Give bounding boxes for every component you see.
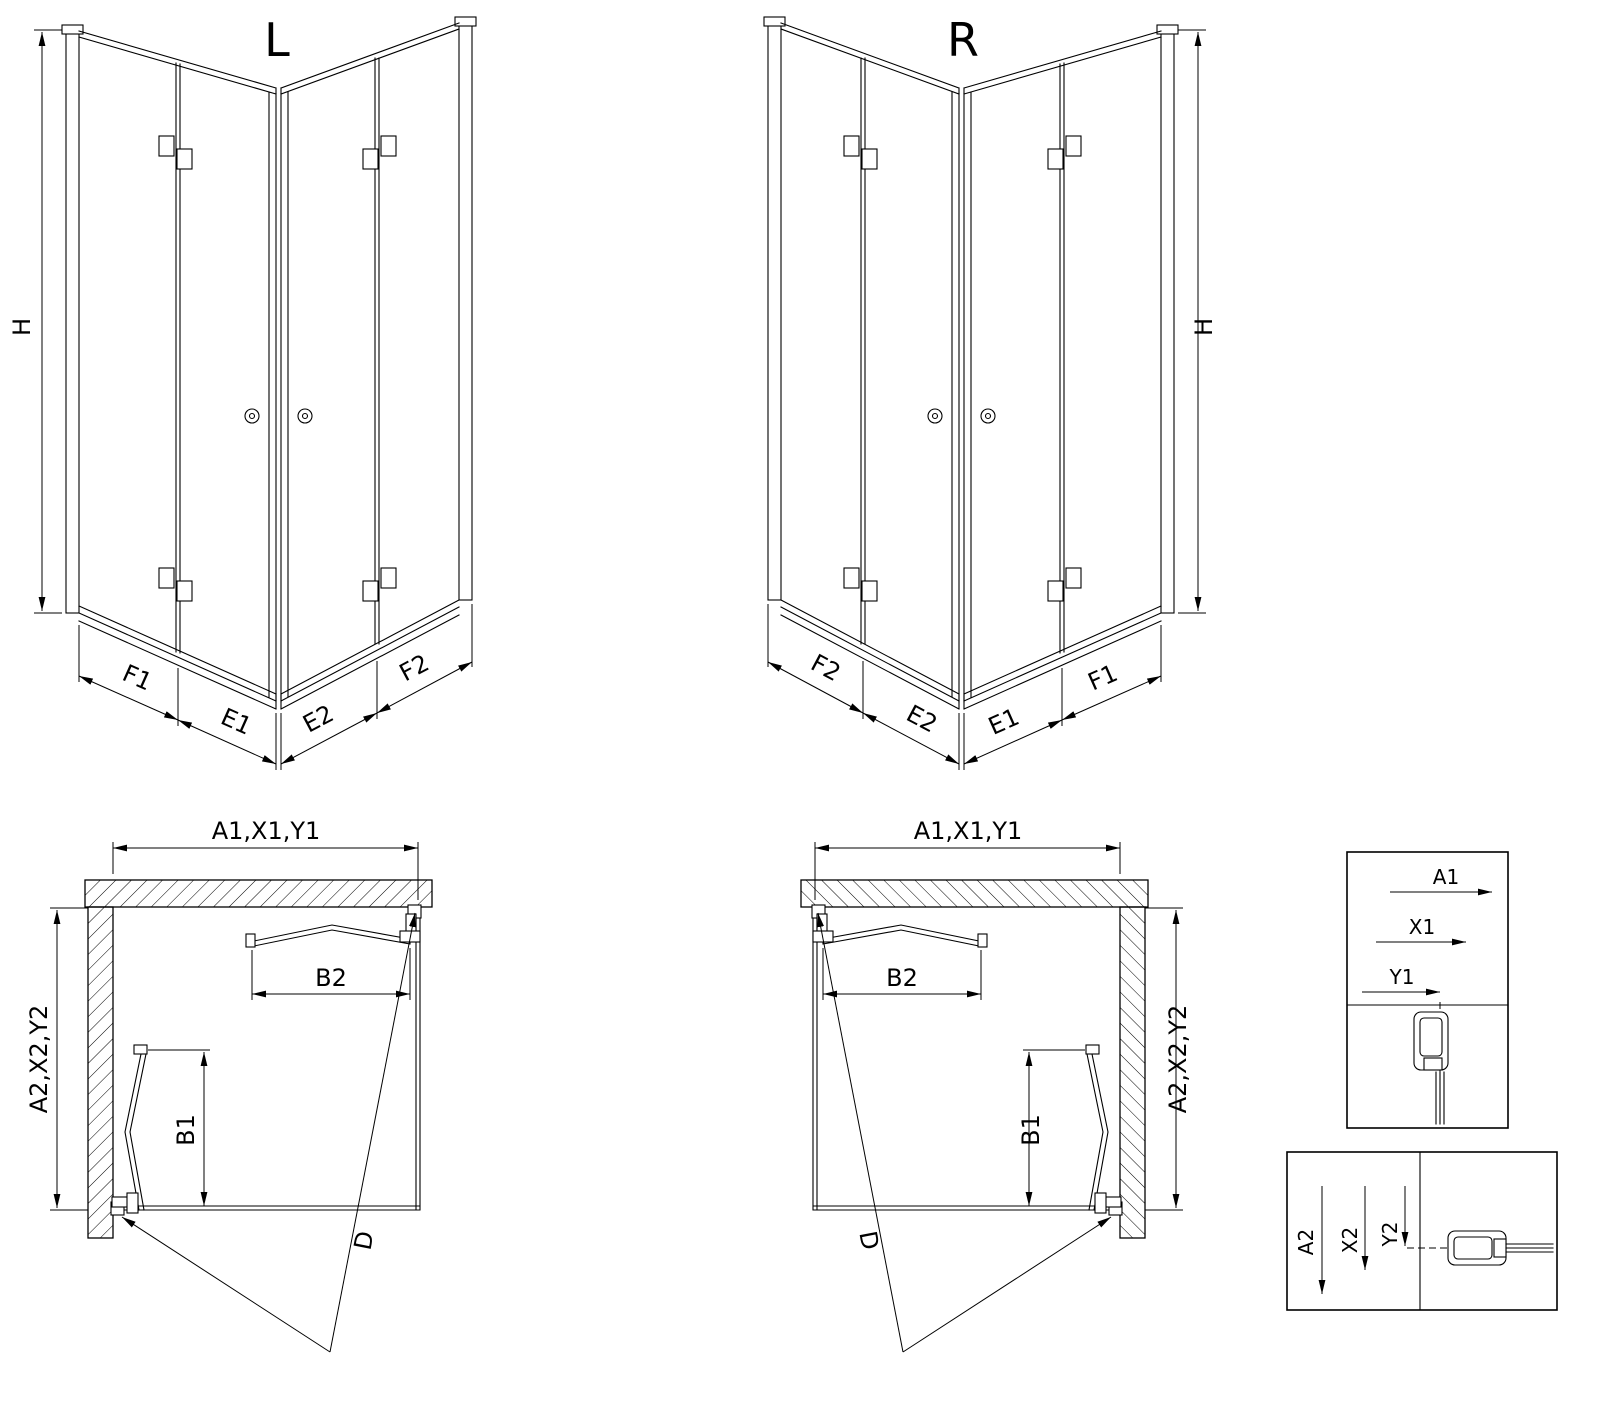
dim-bottom-chains (78, 604, 473, 770)
detail-label-a2: A2 (1294, 1229, 1318, 1255)
dim-label-e2-right-view: E2 (902, 699, 942, 738)
dim-label-f2-left-view: F2 (395, 649, 434, 687)
dim-label-f1-left-view: F1 (118, 659, 156, 696)
fold-hinges (158, 135, 397, 602)
dim-diagonal-lines (121, 912, 416, 1353)
detail-profile-top: A1 X1 Y1 (1346, 851, 1509, 1129)
dim-label-width-plan-right: A1,X1,Y1 (914, 817, 1023, 845)
dim-label-b1-plan-left: B1 (172, 1114, 200, 1146)
dim-label-d-plan-right: D (853, 1229, 884, 1252)
dim-label-b2-plan-left: B2 (315, 964, 347, 992)
wall-post-right (454, 16, 477, 601)
dim-label-depth-plan-right: A2,X2,Y2 (1164, 1005, 1192, 1114)
detail-label-x1: X1 (1409, 915, 1435, 939)
wall-side-hatched (87, 906, 114, 1239)
detail-profile-bottom: A2 X2 Y2 (1286, 1151, 1558, 1311)
dim-label-e1-left-view: E1 (217, 703, 256, 741)
dim-label-depth-plan-left: A2,X2,Y2 (25, 1005, 53, 1114)
dim-label-f2-right-view: F2 (806, 649, 845, 687)
wall-profile-section (1413, 1011, 1449, 1125)
dim-b1-lines (148, 1049, 210, 1206)
dim-label-width-plan-left: A1,X1,Y1 (212, 817, 321, 845)
detail-top-frame (1346, 851, 1509, 1129)
perspective-view-left-geometry (34, 16, 477, 770)
view-label-right: R (947, 13, 979, 67)
dim-width-lines (112, 842, 419, 900)
wall-top-hatched (84, 879, 433, 908)
dim-depth-lines (50, 907, 88, 1211)
dim-b2-lines (251, 948, 411, 1000)
dim-label-e1-right-view: E1 (984, 703, 1023, 741)
dim-label-h-right: H (1190, 318, 1218, 336)
dim-label-h-left: H (8, 318, 36, 336)
dim-label-f1-right-view: F1 (1084, 659, 1122, 696)
bottom-sill (78, 599, 460, 710)
wall-profile-section (1447, 1230, 1554, 1266)
dim-label-e2-left-view: E2 (298, 699, 338, 738)
detail-label-a1: A1 (1433, 865, 1459, 889)
dim-label-b2-plan-right: B2 (886, 964, 918, 992)
wall-post-left (61, 24, 84, 614)
detail-label-x2: X2 (1338, 1227, 1362, 1253)
dim-label-b1-plan-right: B1 (1017, 1114, 1045, 1146)
detail-bottom-frame (1286, 1151, 1558, 1311)
plan-view-left-geometry (50, 842, 433, 1353)
detail-label-y2: Y2 (1378, 1222, 1402, 1248)
door-knobs (244, 408, 313, 424)
plan-view-right-geometry (801, 842, 1183, 1352)
glass-panels (78, 22, 460, 703)
detail-label-y1: Y1 (1389, 965, 1415, 989)
view-label-left: L (264, 13, 290, 67)
dim-height-lines (34, 29, 62, 614)
folded-door-side (111, 1044, 148, 1214)
dim-label-d-plan-left: D (349, 1229, 380, 1252)
folded-door-top (245, 913, 421, 948)
shower-tray-outline (110, 904, 422, 1216)
